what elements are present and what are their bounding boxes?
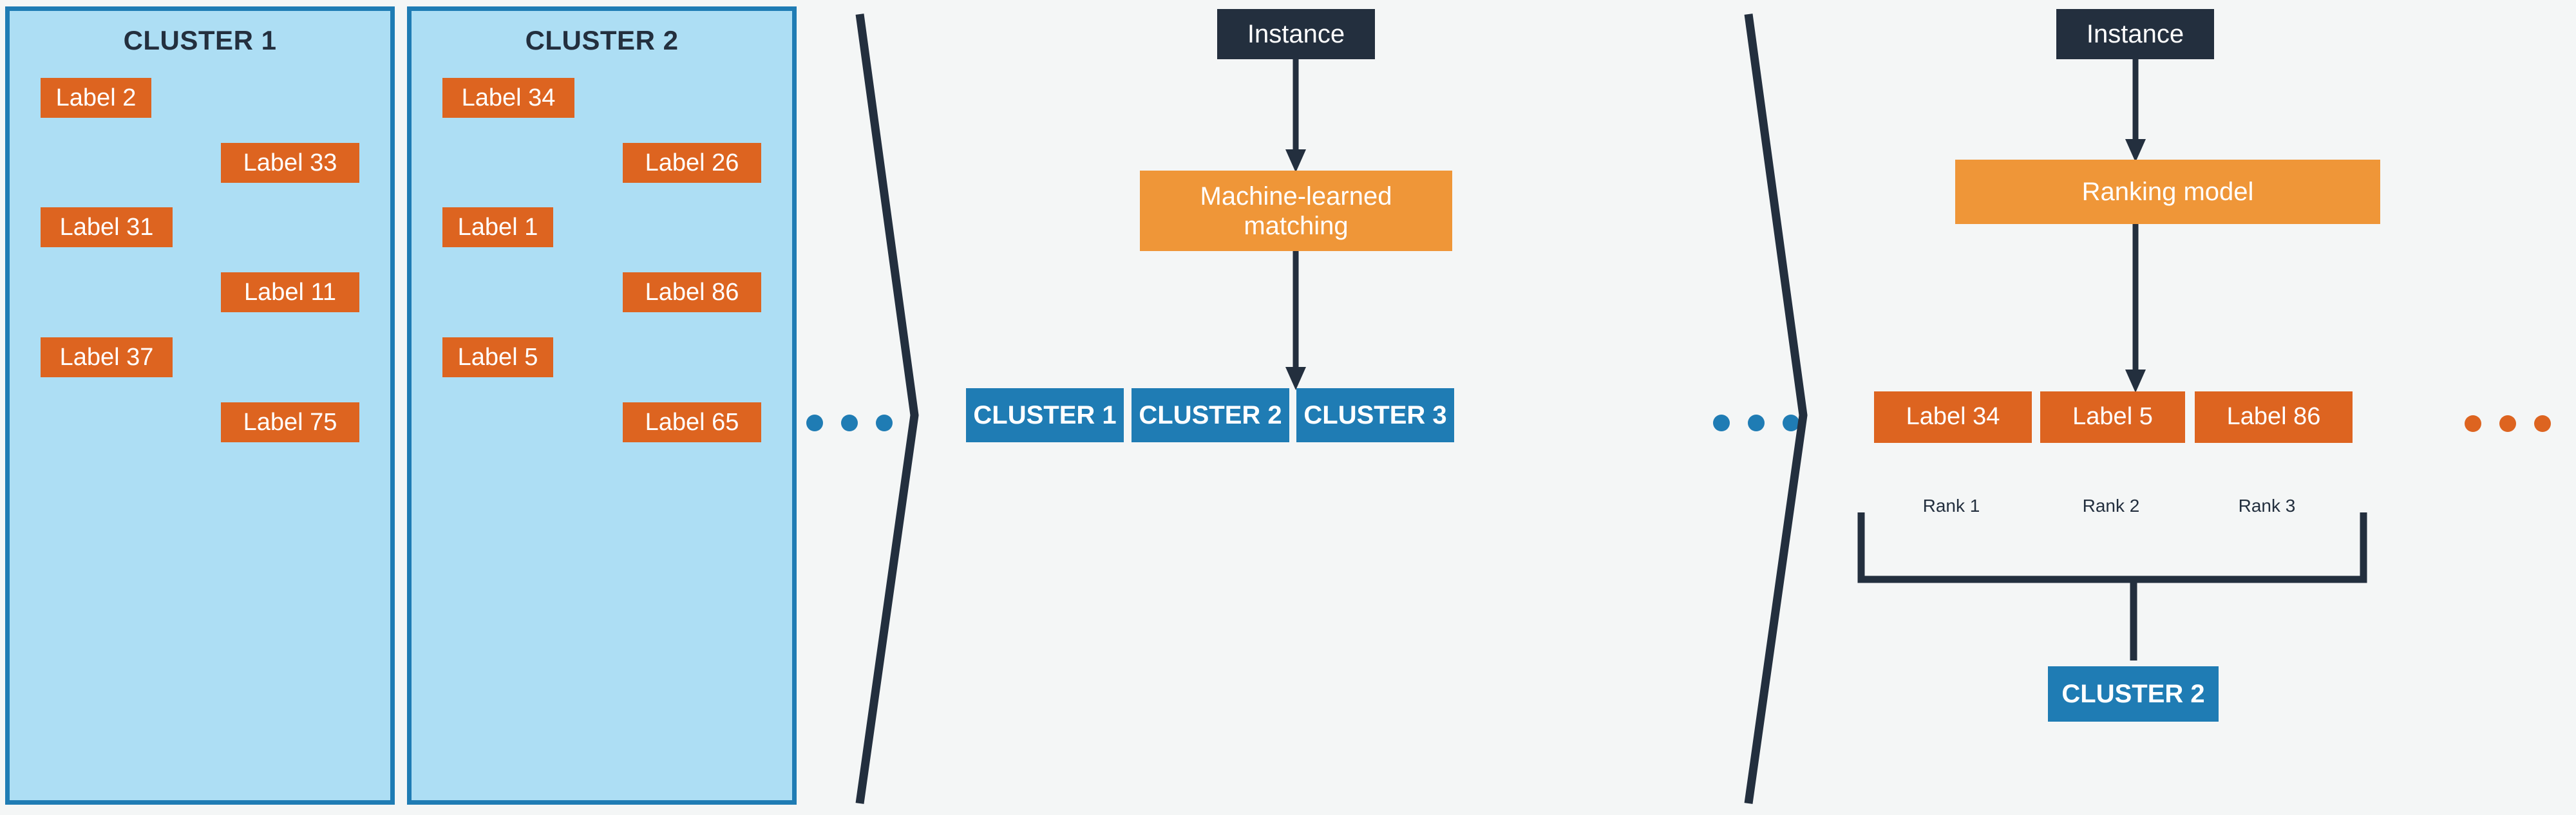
arrow-matching-to-clusters-icon (1285, 251, 1306, 390)
arrow-ranking-to-labels-icon (2125, 224, 2146, 393)
cluster-panel-2: CLUSTER 2 Label 34 Label 26 Label 1 Labe… (407, 6, 797, 805)
ellipsis-dot-icon (2499, 415, 2516, 432)
ranked-label-chip-2: Label 5 (2040, 391, 2185, 443)
cluster-panel-1: CLUSTER 1 Label 2 Label 33 Label 31 Labe… (5, 6, 395, 805)
label-chip: Label 33 (221, 143, 359, 183)
label-chip: Label 65 (623, 402, 761, 442)
label-chip: Label 1 (442, 207, 553, 247)
arrow-instance-to-matching-icon (1285, 59, 1306, 173)
ellipsis-dot-icon (841, 415, 858, 431)
section-divider-left-icon (855, 14, 919, 804)
rank-caption-3: Rank 3 (2238, 496, 2296, 516)
ellipsis-dot-icon (806, 415, 823, 431)
instance-box-right: Instance (2056, 9, 2214, 59)
label-chip: Label 34 (442, 78, 574, 118)
label-chip: Label 75 (221, 402, 359, 442)
cluster-panel-1-title: CLUSTER 1 (123, 25, 277, 55)
cluster-result-chip-3: CLUSTER 3 (1296, 388, 1454, 442)
rank-caption-2: Rank 2 (2082, 496, 2140, 516)
ranked-label-chip-1: Label 34 (1874, 391, 2032, 443)
label-chip: Label 26 (623, 143, 761, 183)
ellipsis-dot-icon (2465, 415, 2481, 432)
label-chip: Label 11 (221, 272, 359, 312)
ellipsis-dots-left (806, 415, 893, 431)
rank-caption-1: Rank 1 (1922, 496, 1980, 516)
label-chip: Label 37 (41, 337, 173, 377)
ellipsis-dots-right (2465, 415, 2551, 432)
instance-box-middle: Instance (1217, 9, 1375, 59)
machine-learned-matching-box: Machine-learned matching (1140, 171, 1452, 251)
ranked-label-chip-3: Label 86 (2195, 391, 2353, 443)
label-chip: Label 31 (41, 207, 173, 247)
ellipsis-dots-middle (1713, 415, 1799, 431)
ellipsis-dot-icon (2534, 415, 2551, 432)
section-divider-right-icon (1744, 14, 1808, 804)
ellipsis-dot-icon (876, 415, 893, 431)
cluster-result-chip-2: CLUSTER 2 (1132, 388, 1289, 442)
label-chip: Label 5 (442, 337, 553, 377)
cluster-result-chip-1: CLUSTER 1 (966, 388, 1124, 442)
cluster-panel-2-title: CLUSTER 2 (525, 25, 679, 55)
ranking-model-box: Ranking model (1955, 160, 2380, 224)
rank-aggregation-bracket-icon (1857, 512, 2367, 660)
ellipsis-dot-icon (1748, 415, 1765, 431)
ellipsis-dot-icon (1713, 415, 1730, 431)
label-chip: Label 2 (41, 78, 151, 118)
final-cluster-result-box: CLUSTER 2 (2048, 666, 2219, 722)
ellipsis-dot-icon (1783, 415, 1799, 431)
arrow-instance-to-ranking-icon (2125, 59, 2146, 162)
label-chip: Label 86 (623, 272, 761, 312)
